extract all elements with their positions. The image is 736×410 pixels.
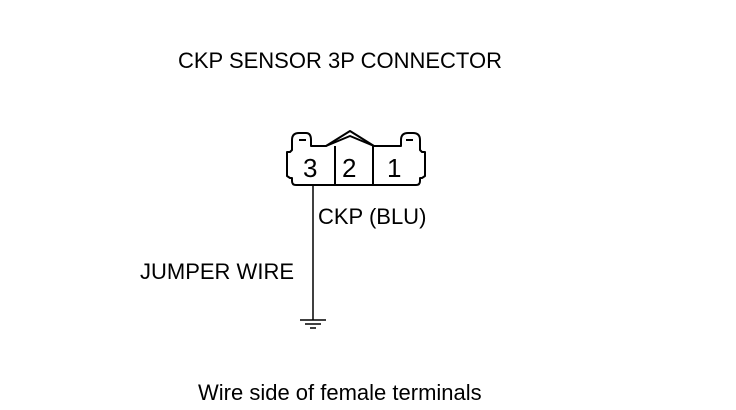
connector-body [286, 130, 426, 186]
pin-number: 1 [387, 153, 401, 183]
pin-dividers [334, 146, 374, 185]
pin-number: 3 [303, 153, 317, 183]
pin-number: 2 [342, 153, 356, 183]
diagram-caption: Wire side of female terminals [198, 380, 482, 405]
wire-label: CKP (BLU) [318, 204, 427, 229]
jumper-wire-label: JUMPER WIRE [140, 259, 294, 284]
ground-icon [300, 319, 326, 329]
diagram-title: CKP SENSOR 3P CONNECTOR [178, 48, 502, 73]
